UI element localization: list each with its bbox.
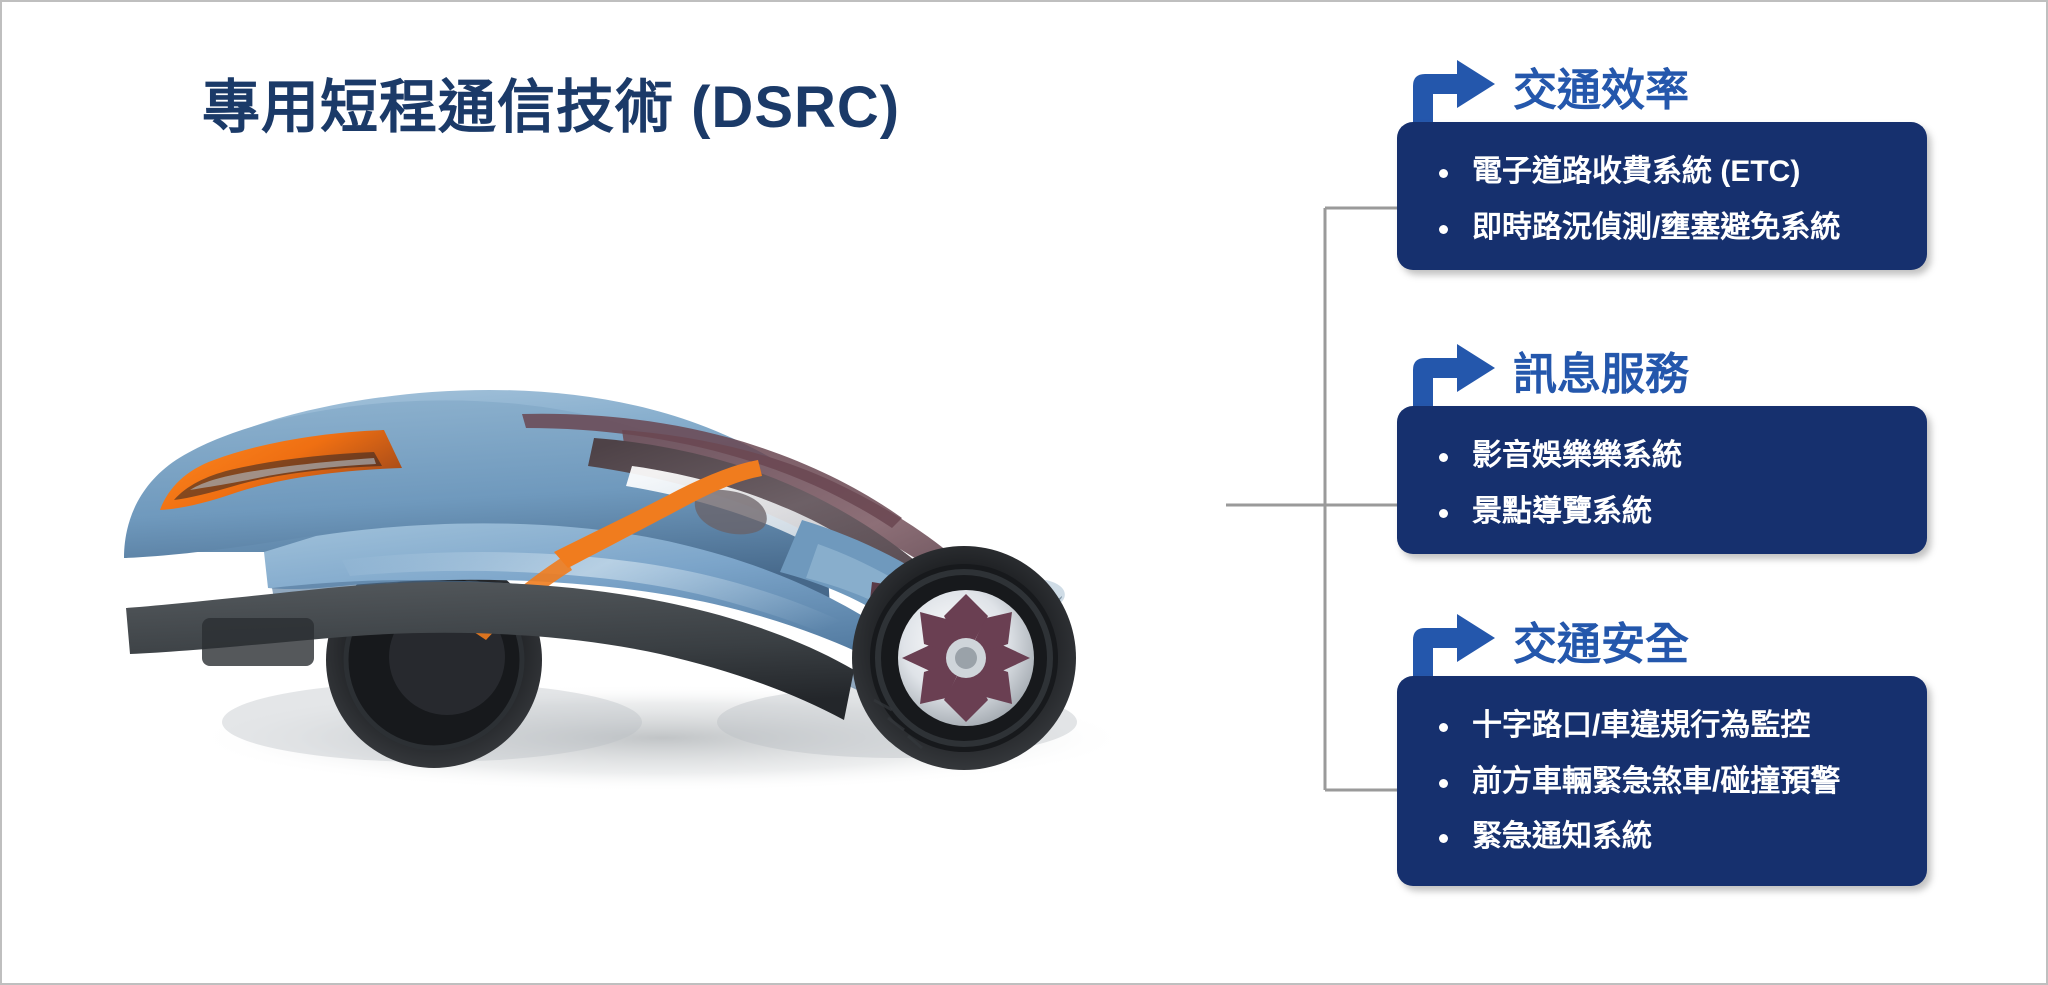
bullet-dot-icon <box>1439 453 1448 462</box>
bullet-dot-icon <box>1439 778 1448 788</box>
group-title: 交通效率 <box>1513 66 1689 115</box>
group-information-services: 訊息服務 影音娛樂樂系統 景點導覽系統 <box>1397 344 1927 554</box>
bullet-dot-icon <box>1439 169 1448 178</box>
turn-right-arrow-icon <box>1405 60 1497 122</box>
list-item-label: 景點導覽系統 <box>1472 494 1652 528</box>
concept-car-illustration <box>102 252 1232 812</box>
group-title: 交通安全 <box>1513 620 1689 669</box>
list-item: 緊急通知系統 <box>1431 809 1893 865</box>
list-item-label: 前方車輛緊急煞車/碰撞預警 <box>1472 764 1841 798</box>
list-item: 即時路況偵測/壅塞避免系統 <box>1431 200 1893 256</box>
bullet-dot-icon <box>1439 508 1448 518</box>
list-item-label: 十字路口/車違規行為監控 <box>1472 709 1811 742</box>
group-header: 交通安全 <box>1397 614 1927 676</box>
list-item-label: 緊急通知系統 <box>1472 820 1652 854</box>
group-panel[interactable]: 十字路口/車違規行為監控 前方車輛緊急煞車/碰撞預警 緊急通知系統 <box>1397 676 1927 886</box>
bullet-dot-icon <box>1439 224 1448 234</box>
group-header: 交通效率 <box>1397 60 1927 122</box>
connector-bracket <box>1212 192 1422 812</box>
list-item-label: 即時路況偵測/壅塞避免系統 <box>1472 210 1841 244</box>
list-item: 景點導覽系統 <box>1431 484 1893 540</box>
group-header: 訊息服務 <box>1397 344 1927 406</box>
group-title: 訊息服務 <box>1513 350 1689 399</box>
bullet-dot-icon <box>1439 834 1448 844</box>
list-item: 影音娛樂樂系統 <box>1431 428 1893 484</box>
bullet-dot-icon <box>1439 723 1448 732</box>
list-item-label: 電子道路收費系統 (ETC) <box>1472 155 1801 188</box>
page-title: 專用短程通信技術 (DSRC) <box>202 75 901 140</box>
list-item-label: 影音娛樂樂系統 <box>1472 439 1682 472</box>
group-panel[interactable]: 電子道路收費系統 (ETC) 即時路況偵測/壅塞避免系統 <box>1397 122 1927 270</box>
group-panel[interactable]: 影音娛樂樂系統 景點導覽系統 <box>1397 406 1927 554</box>
list-item: 電子道路收費系統 (ETC) <box>1431 144 1893 200</box>
group-traffic-safety: 交通安全 十字路口/車違規行為監控 前方車輛緊急煞車/碰撞預警 緊急通知系統 <box>1397 614 1927 886</box>
list-item: 前方車輛緊急煞車/碰撞預警 <box>1431 754 1893 810</box>
group-traffic-efficiency: 交通效率 電子道路收費系統 (ETC) 即時路況偵測/壅塞避免系統 <box>1397 60 1927 270</box>
turn-right-arrow-icon <box>1405 344 1497 406</box>
turn-right-arrow-icon <box>1405 614 1497 676</box>
list-item: 十字路口/車違規行為監控 <box>1431 698 1893 754</box>
